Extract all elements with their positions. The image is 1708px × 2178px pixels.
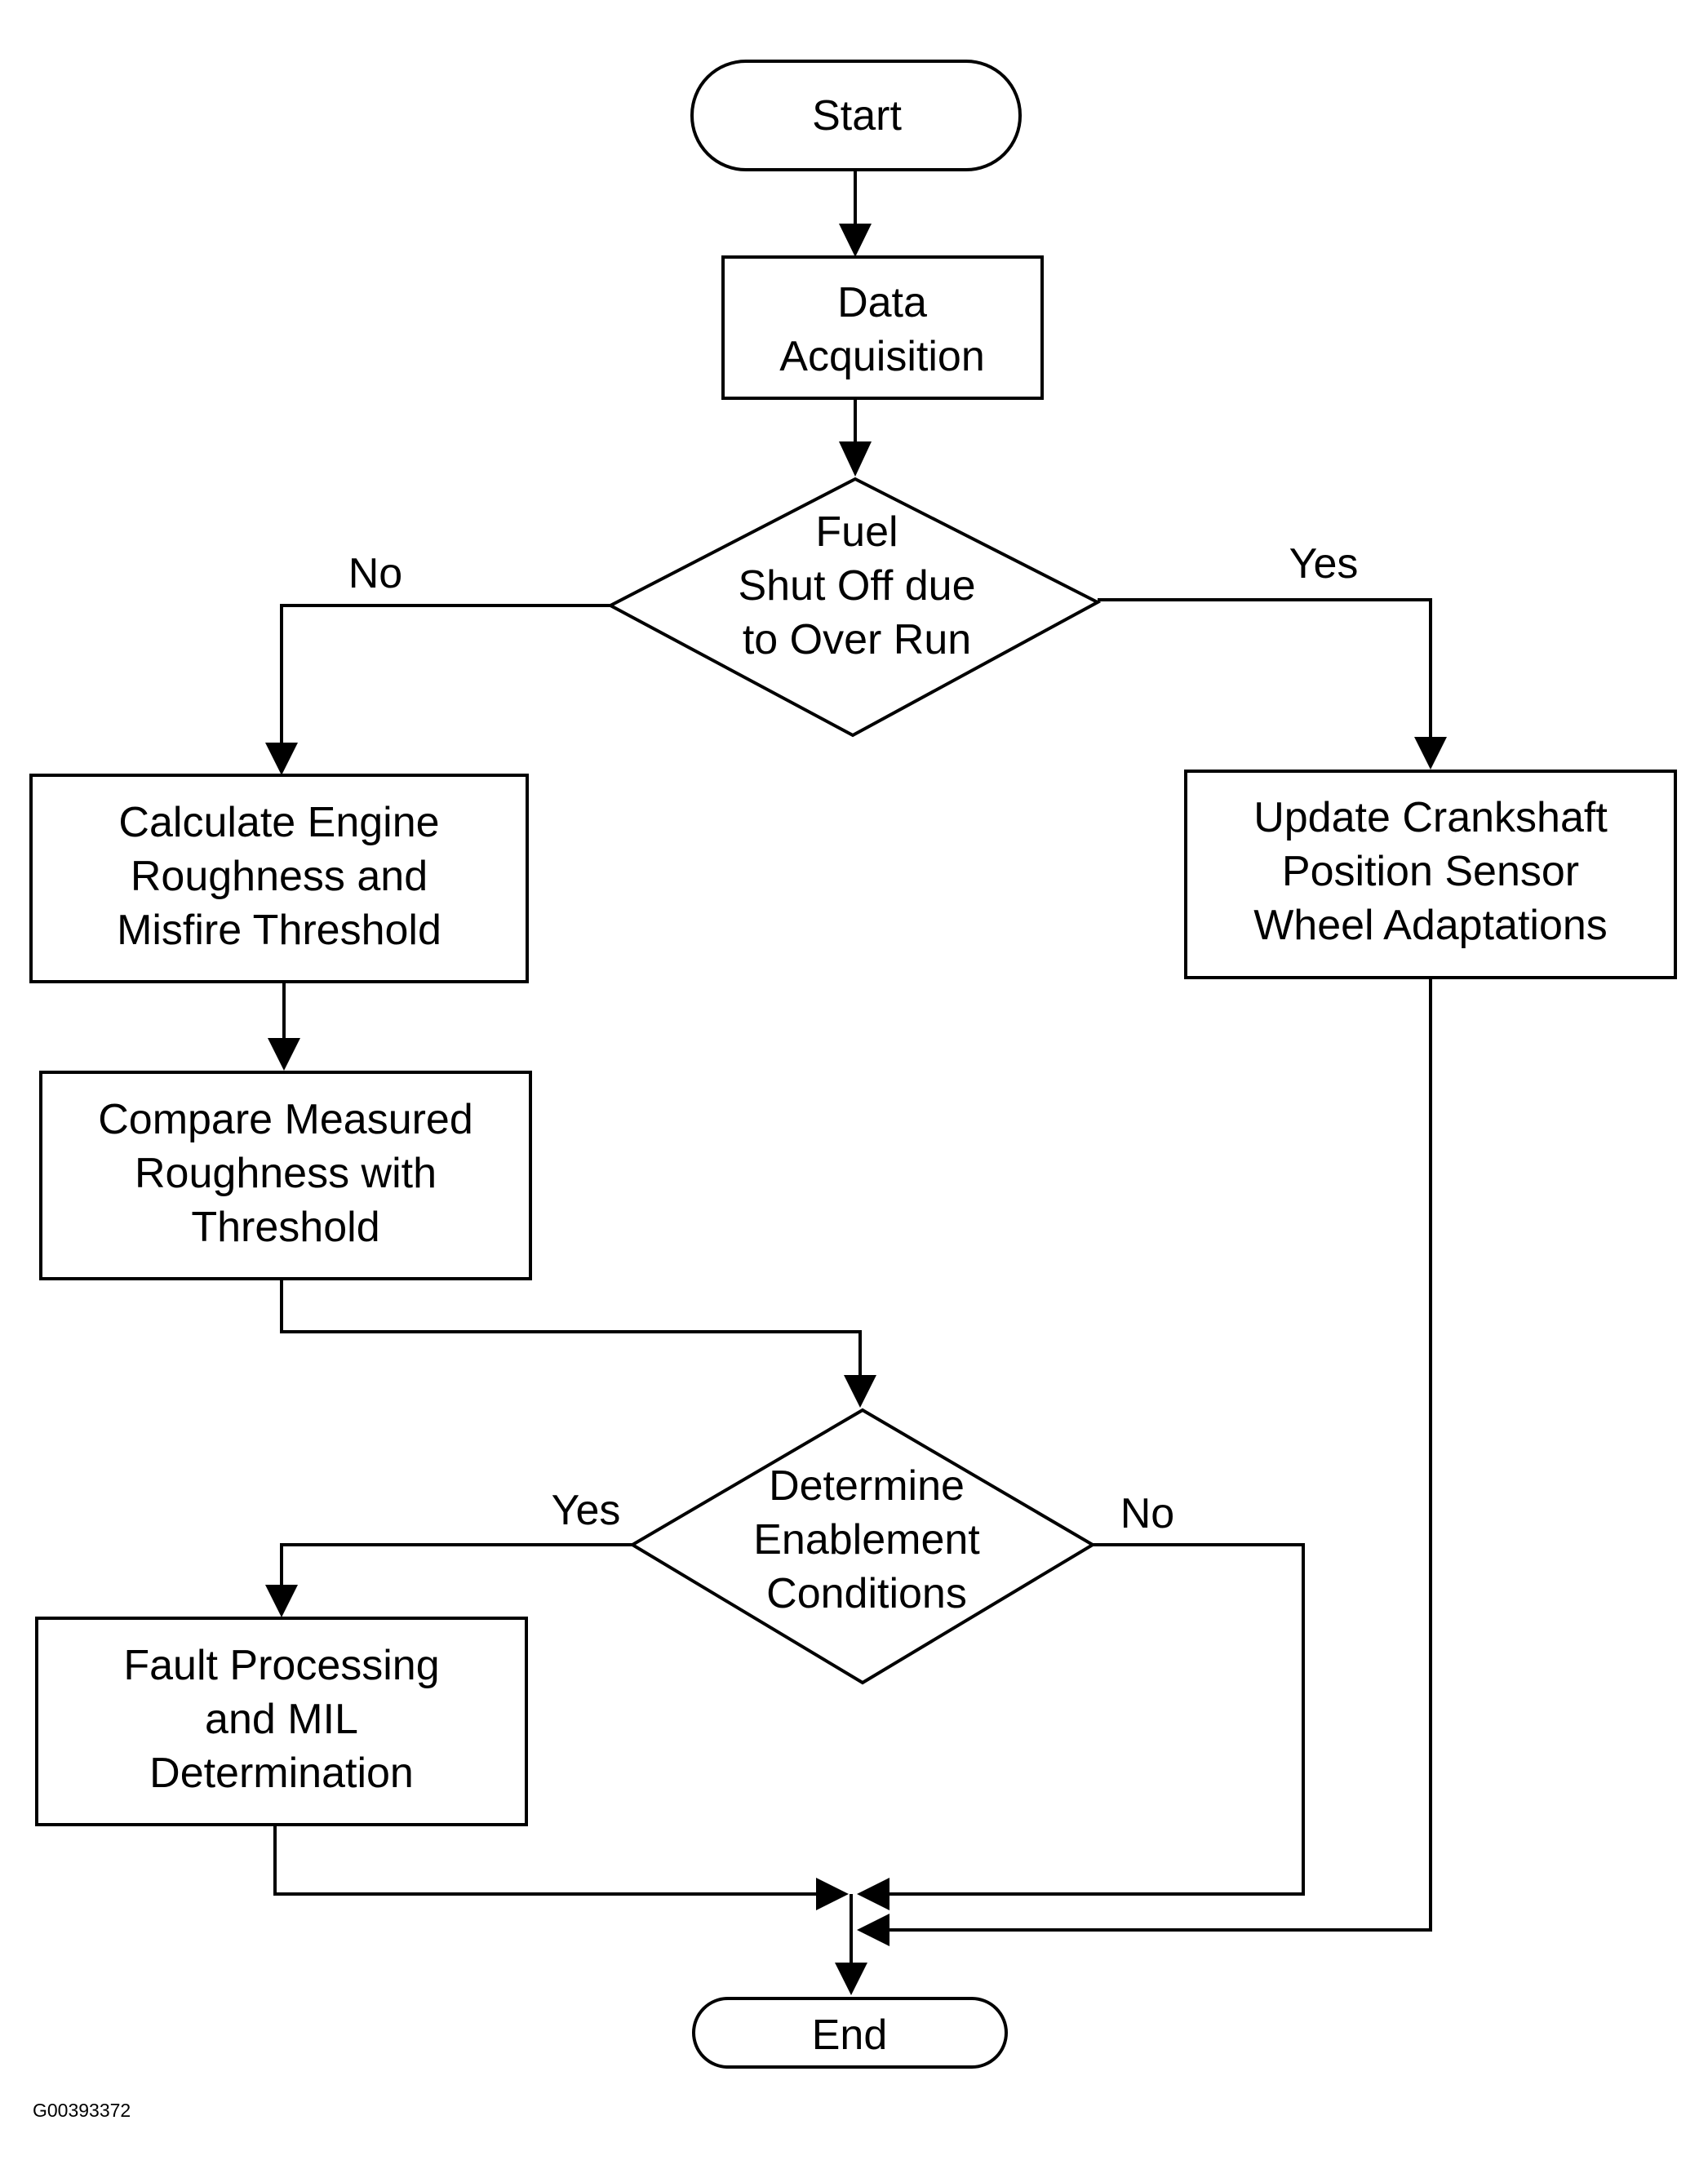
connectors: [265, 170, 1447, 1995]
node-fault-processing: Fault Processing and MIL Determination: [35, 1617, 528, 1826]
calc-roughness-line-3: Misfire Threshold: [117, 907, 441, 954]
calc-roughness-line-1: Calculate Engine: [118, 799, 439, 846]
compare-roughness-line-3: Threshold: [191, 1204, 379, 1251]
fault-processing-box: [35, 1617, 528, 1826]
arrowhead-fault-processing: [265, 1585, 298, 1617]
update-crankshaft-line-2: Position Sensor: [1282, 848, 1579, 895]
figure-id: G00393372: [33, 2100, 131, 2121]
arrowhead-end: [835, 1963, 867, 1995]
arrowhead-enable-decision: [844, 1375, 876, 1408]
fuel-no-label: No: [348, 550, 402, 597]
fault-processing-line-1: Fault Processing: [123, 1642, 439, 1689]
arrowhead-merge-from-enable-no: [857, 1878, 889, 1910]
calc-roughness-box: [29, 774, 529, 983]
compare-roughness-line-1: Compare Measured: [98, 1096, 473, 1143]
arrowhead-update-crankshaft: [1414, 737, 1447, 770]
connector-fuel-yes: [1098, 598, 1432, 737]
fuel-decision-line-3: to Over Run: [743, 616, 971, 663]
update-crankshaft-line-1: Update Crankshaft: [1253, 794, 1608, 841]
connector-enable-no: [889, 1543, 1305, 1896]
end-terminal: [692, 1997, 1008, 2069]
node-data-acquisition: Data Acquisition: [721, 255, 1044, 400]
node-compare-roughness: Compare Measured Roughness with Threshol…: [39, 1071, 532, 1280]
enable-no-label: No: [1120, 1490, 1174, 1537]
fuel-decision-line-2: Shut Off due: [738, 562, 975, 610]
fault-processing-line-3: Determination: [149, 1750, 414, 1797]
connector-fuel-no: [280, 604, 610, 743]
enablement-decision-line-2: Enablement: [753, 1516, 980, 1564]
data-acquisition-line-1: Data: [837, 279, 927, 326]
enablement-decision-line-1: Determine: [769, 1462, 965, 1510]
update-crankshaft-box: [1184, 770, 1677, 979]
compare-roughness-box: [39, 1071, 532, 1280]
update-crankshaft-line-3: Wheel Adaptations: [1253, 902, 1608, 949]
data-acquisition-box: [721, 255, 1044, 400]
connector-update-to-merge: [889, 978, 1432, 1932]
arrowhead-compare: [268, 1038, 300, 1071]
arrowhead-fuel-decision: [839, 441, 872, 477]
enablement-decision-line-3: Conditions: [766, 1570, 967, 1617]
data-acquisition-line-2: Acquisition: [779, 333, 984, 380]
calc-roughness-line-2: Roughness and: [131, 853, 428, 900]
fuel-decision-diamond: [606, 477, 1102, 738]
node-start: Start: [690, 60, 1022, 171]
enable-yes-label: Yes: [552, 1487, 621, 1534]
node-end: End: [692, 1997, 1008, 2069]
compare-roughness-line-2: Roughness with: [135, 1150, 437, 1197]
node-enablement-decision: Determine Enablement Conditions: [629, 1408, 1096, 1685]
enablement-decision-diamond: [629, 1408, 1096, 1685]
node-fuel-decision: Fuel Shut Off due to Over Run: [606, 477, 1102, 738]
fuel-decision-line-1: Fuel: [815, 508, 898, 556]
arrowhead-data-acquisition: [839, 224, 872, 257]
connector-compare-to-enable: [280, 1279, 862, 1375]
arrowhead-calc-roughness: [265, 743, 298, 775]
connector-enable-yes: [280, 1543, 632, 1585]
connector-fault-to-merge: [273, 1825, 816, 1896]
start-label: Start: [812, 92, 902, 140]
arrowhead-merge-from-fault: [816, 1878, 849, 1910]
fuel-yes-label: Yes: [1289, 540, 1359, 588]
node-calc-roughness: Calculate Engine Roughness and Misfire T…: [29, 774, 529, 983]
arrowhead-merge-from-update: [857, 1914, 889, 1946]
end-label: End: [812, 2012, 888, 2059]
node-update-crankshaft: Update Crankshaft Position Sensor Wheel …: [1184, 770, 1677, 979]
fault-processing-line-2: and MIL: [205, 1696, 358, 1743]
start-terminal: [690, 60, 1022, 171]
